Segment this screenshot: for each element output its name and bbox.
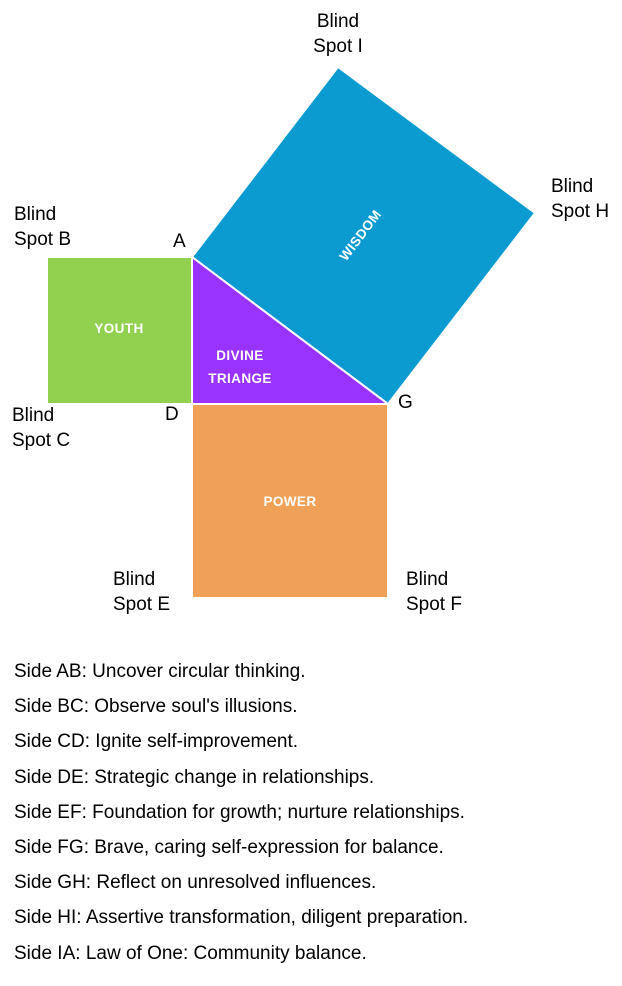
blind-spot-i-line2: Spot I — [313, 36, 363, 58]
side-line-gh: Side GH: Reflect on unresolved influence… — [14, 872, 377, 894]
blind-spot-e-line2: Spot E — [113, 594, 171, 616]
blind-spot-label-i: Blind Spot I — [288, 9, 388, 59]
blind-spot-b-line1: Blind — [14, 204, 57, 225]
side-line-cd: Side CD: Ignite self-improvement. — [14, 731, 299, 753]
blind-spot-label-b: Blind Spot B — [14, 202, 71, 252]
shapes-canvas: YOUTH WISDOM POWER DIVINE TRIANGE — [46, 65, 537, 599]
blind-spot-b-line2: Spot B — [14, 229, 72, 251]
sides-description-list: Side AB: Uncover circular thinking. Side… — [14, 662, 614, 979]
blind-spot-label-f: Blind Spot F — [406, 567, 462, 617]
blind-spot-i-line1: Blind — [316, 11, 360, 32]
side-line-ab: Side AB: Uncover circular thinking. — [14, 661, 306, 682]
power-square[interactable] — [191, 403, 389, 599]
power-square-label: POWER — [263, 494, 316, 509]
side-line-hi: Side HI: Assertive transformation, dilig… — [14, 907, 469, 929]
blind-spot-c-line2: Spot C — [12, 430, 71, 452]
blind-spot-f-line1: Blind — [406, 569, 449, 590]
blind-spot-e-line1: Blind — [113, 569, 156, 590]
youth-square-label: YOUTH — [94, 321, 143, 336]
vertex-label-a: A — [173, 231, 186, 252]
divine-triangle-label-line1: DIVINE — [216, 348, 263, 363]
blind-spot-label-c: Blind Spot C — [12, 403, 70, 453]
side-line-fg: Side FG: Brave, caring self-expression f… — [14, 836, 444, 858]
blind-spot-h-line1: Blind — [551, 176, 594, 197]
blind-spot-label-e: Blind Spot E — [113, 567, 170, 617]
side-line-bc: Side BC: Observe soul's illusions. — [14, 696, 298, 718]
youth-square[interactable] — [46, 256, 193, 405]
blind-spot-label-h: Blind Spot H — [551, 174, 609, 224]
divine-triangle[interactable] — [191, 255, 391, 405]
side-line-de: Side DE: Strategic change in relationshi… — [14, 766, 375, 788]
blind-spot-f-line2: Spot F — [406, 594, 462, 616]
geometry-diagram: YOUTH WISDOM POWER DIVINE TRIANGE A D G … — [12, 9, 609, 617]
blind-spot-c-line1: Blind — [12, 405, 55, 426]
side-line-ia: Side IA: Law of One: Community balance. — [14, 942, 367, 964]
vertex-label-g: G — [398, 392, 413, 413]
vertex-label-d: D — [165, 404, 179, 425]
side-line-ef: Side EF: Foundation for growth; nurture … — [14, 801, 465, 823]
divine-triangle-label-line2: TRIANGE — [208, 371, 272, 386]
blind-spot-h-line2: Spot H — [551, 201, 610, 223]
